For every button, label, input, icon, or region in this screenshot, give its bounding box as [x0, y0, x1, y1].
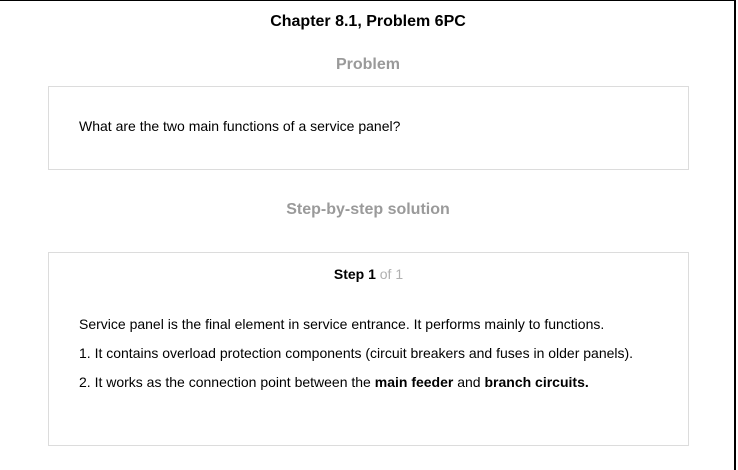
point-2-mid: and — [453, 374, 485, 390]
solution-point-2: 2. It works as the connection point betw… — [79, 374, 589, 390]
point-2-bold-main-feeder: main feeder — [374, 374, 454, 390]
step-indicator: Step 1 of 1 — [49, 266, 688, 282]
problem-text: What are the two main functions of a ser… — [79, 118, 401, 134]
problem-card: What are the two main functions of a ser… — [48, 86, 689, 170]
solution-intro: Service panel is the final element in se… — [79, 316, 605, 332]
step-label: Step 1 — [333, 266, 376, 282]
solution-card: Step 1 of 1 Service panel is the final e… — [48, 252, 689, 446]
problem-heading: Problem — [335, 56, 400, 73]
point-2-bold-branch-circuits: branch circuits. — [484, 374, 589, 390]
solution-heading: Step-by-step solution — [286, 201, 450, 218]
step-total: of 1 — [379, 266, 404, 282]
point-2-prefix: 2. It works as the connection point betw… — [79, 374, 375, 390]
solution-point-1: 1. It contains overload protection compo… — [79, 345, 634, 361]
page-title: Chapter 8.1, Problem 6PC — [270, 13, 466, 30]
